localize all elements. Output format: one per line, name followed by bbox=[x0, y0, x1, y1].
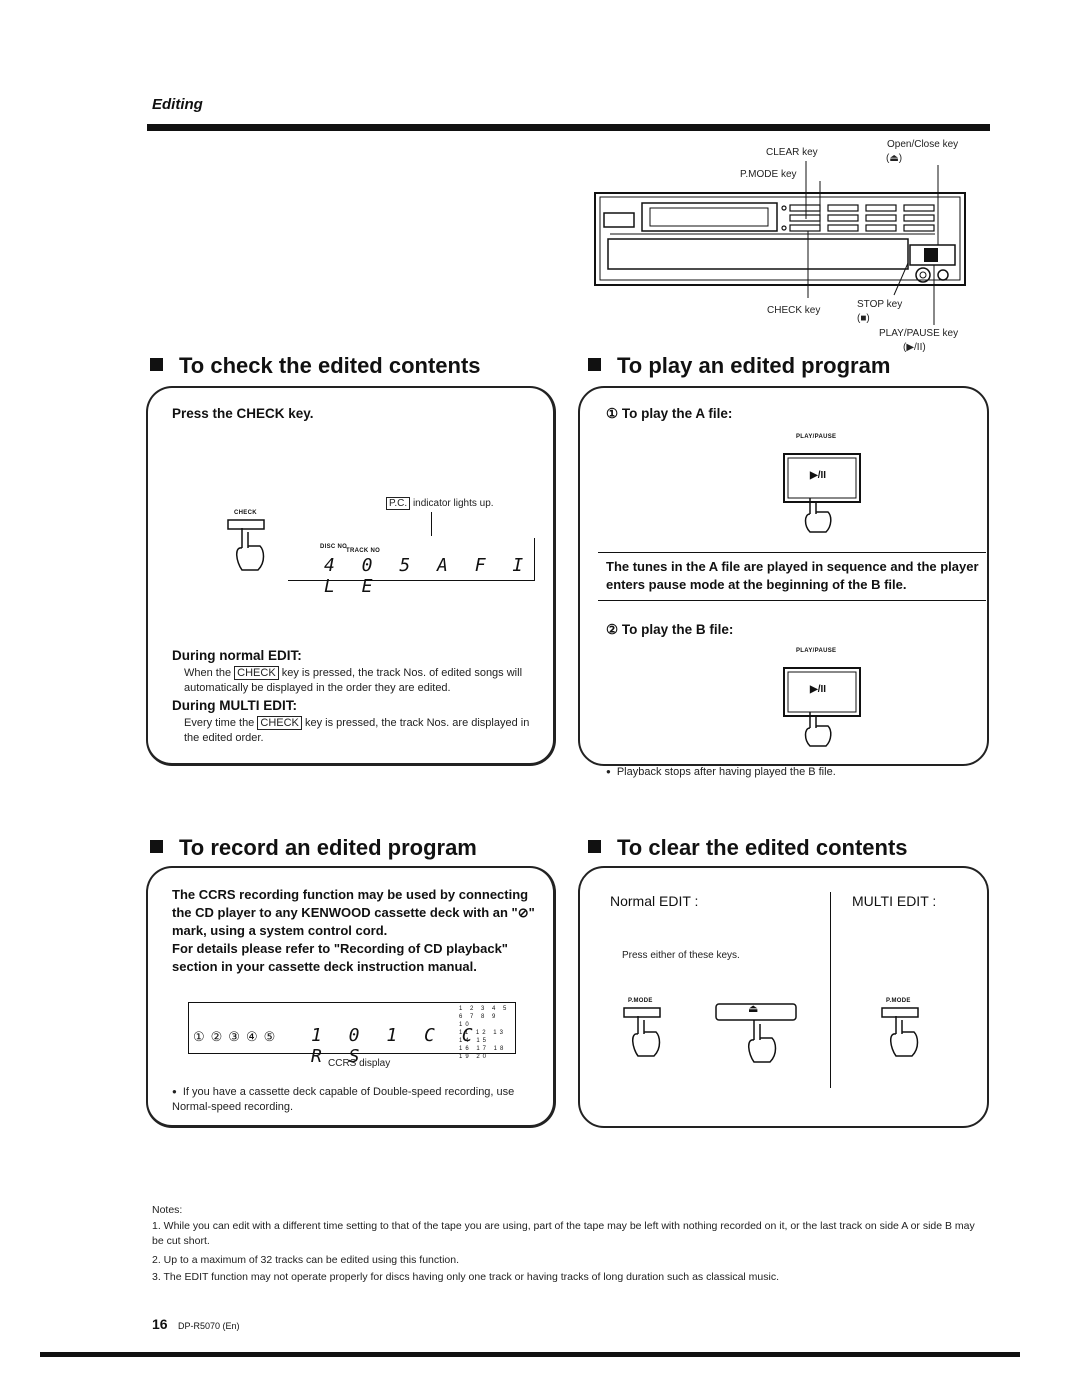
play-a-heading: ① To play the A file: bbox=[606, 406, 733, 421]
check-key-tag: CHECK bbox=[257, 716, 302, 730]
hand-press-icon bbox=[623, 1007, 661, 1057]
bullet-square-icon bbox=[150, 358, 163, 371]
play-pause-small-label: PLAY/PAUSE bbox=[796, 434, 837, 440]
clear-column-divider bbox=[830, 892, 831, 1088]
pmode-key-normal: P.MODE bbox=[622, 998, 672, 1064]
play-panel: ① To play the A file: PLAY/PAUSE ▶/II Th… bbox=[578, 386, 989, 778]
multi-edit-label: MULTI EDIT : bbox=[852, 893, 937, 909]
ccrs-paragraph-1: The CCRS recording function may be used … bbox=[172, 887, 535, 938]
ccrs-readout: 1 0 1 C C R S bbox=[311, 1025, 481, 1067]
clear-key-label: CLEAR key bbox=[766, 147, 818, 158]
play-pause-symbol: ▶/II bbox=[810, 470, 827, 481]
play-divider-top bbox=[598, 552, 986, 553]
pmode-key-label: P.MODE key bbox=[740, 169, 797, 180]
header-rule bbox=[147, 124, 990, 131]
normal-edit-heading: During normal EDIT: bbox=[172, 648, 302, 663]
hand-press-icon bbox=[783, 667, 861, 747]
play-pause-symbol: ▶/II bbox=[810, 684, 827, 695]
track-no-label: TRACK NO bbox=[346, 548, 381, 554]
bullet-square-icon bbox=[150, 840, 163, 853]
pmode-small-label: P.MODE bbox=[628, 998, 653, 1004]
press-either-text: Press either of these keys. bbox=[622, 950, 740, 961]
lcd-readout: 4 0 5 A F I L E bbox=[324, 555, 532, 597]
model-code: DP-R5070 (En) bbox=[178, 1321, 240, 1331]
device-diagram: CLEAR key P.MODE key Open/Close key (⏏) … bbox=[590, 135, 990, 360]
hand-press-icon bbox=[783, 453, 861, 533]
check-section-title: To check the edited contents bbox=[150, 353, 481, 379]
clear-panel: Normal EDIT : MULTI EDIT : Press either … bbox=[578, 866, 989, 1128]
record-panel: The CCRS recording function may be used … bbox=[146, 866, 556, 1128]
disc-no-label: DISC NO bbox=[320, 544, 348, 550]
record-note: If you have a cassette deck capable of D… bbox=[172, 1084, 548, 1115]
indicator-text: indicator lights up. bbox=[412, 498, 494, 509]
ccrs-paragraph-2: For details please refer to "Recording o… bbox=[172, 941, 508, 974]
play-divider-bottom bbox=[598, 600, 986, 601]
ccrs-caption: CCRS display bbox=[328, 1058, 391, 1069]
clear-section-title: To clear the edited contents bbox=[588, 835, 908, 861]
hand-press-icon bbox=[881, 1007, 919, 1057]
indicator-note: P.C. indicator lights up. bbox=[386, 496, 494, 511]
check-key-label: CHECK key bbox=[767, 305, 821, 316]
pmode-key-multi: P.MODE bbox=[880, 998, 930, 1064]
normal-edit-text: When the CHECK key is pressed, the track… bbox=[184, 666, 523, 694]
bullet-square-icon bbox=[588, 840, 601, 853]
footer-page: 16 DP-R5070 (En) bbox=[152, 1316, 240, 1334]
pmode-small-label: P.MODE bbox=[886, 998, 911, 1004]
note-item-1: 1. While you can edit with a different t… bbox=[152, 1220, 975, 1247]
stop-key-label: STOP key bbox=[857, 299, 903, 310]
check-instruction: Press the CHECK key. bbox=[172, 406, 314, 421]
stop-symbol: (■) bbox=[857, 313, 870, 324]
check-lcd-display: DISC NO TRACK NO 4 0 5 A F I L E bbox=[288, 538, 535, 597]
eject-icon: ⏏ bbox=[748, 1003, 759, 1015]
check-panel: Press the CHECK key. CHECK P.C. indicato… bbox=[146, 386, 556, 766]
indicator-leader bbox=[431, 512, 432, 536]
play-pause-small-label: PLAY/PAUSE bbox=[796, 648, 837, 654]
play-b-heading: ② To play the B file: bbox=[606, 622, 734, 637]
eject-symbol: (⏏) bbox=[886, 153, 903, 164]
pc-indicator-tag: P.C. bbox=[386, 497, 411, 510]
note-item-2: 2. Up to a maximum of 32 tracks can be e… bbox=[152, 1254, 459, 1266]
cd-player-illustration bbox=[594, 161, 966, 325]
bullet-square-icon bbox=[588, 358, 601, 371]
eject-key-normal: ⏏ bbox=[714, 1002, 804, 1072]
multi-edit-text: Every time the CHECK key is pressed, the… bbox=[184, 716, 530, 744]
check-key-tag: CHECK bbox=[234, 666, 279, 680]
bottom-rule bbox=[40, 1352, 1020, 1357]
section-label: Editing bbox=[152, 96, 203, 113]
page-number: 16 bbox=[152, 1316, 168, 1332]
normal-edit-label: Normal EDIT : bbox=[610, 893, 699, 909]
open-close-key-label: Open/Close key bbox=[887, 139, 959, 150]
notes-heading: Notes: bbox=[152, 1204, 183, 1216]
play-section-title: To play an edited program bbox=[588, 353, 890, 379]
hand-press-icon bbox=[715, 1003, 797, 1063]
check-key-small-label: CHECK bbox=[234, 510, 257, 516]
play-pause-symbol: (▶/II) bbox=[903, 342, 926, 353]
record-section-title: To record an edited program bbox=[150, 835, 477, 861]
check-key-illustration: CHECK bbox=[226, 510, 276, 580]
multi-edit-heading: During MULTI EDIT: bbox=[172, 698, 297, 713]
play-pause-button-b: PLAY/PAUSE ▶/II bbox=[776, 648, 876, 748]
note-item-3: 3. The EDIT function may not operate pro… bbox=[152, 1271, 780, 1283]
ccrs-status-icons: ①②③④⑤ bbox=[193, 1029, 282, 1044]
play-a-description: The tunes in the A file are played in se… bbox=[606, 559, 979, 592]
play-pause-button-a: PLAY/PAUSE ▶/II bbox=[776, 434, 876, 534]
play-b-note: Playback stops after having played the B… bbox=[606, 764, 836, 780]
play-pause-key-label: PLAY/PAUSE key bbox=[879, 328, 959, 339]
hand-press-icon bbox=[227, 519, 265, 571]
